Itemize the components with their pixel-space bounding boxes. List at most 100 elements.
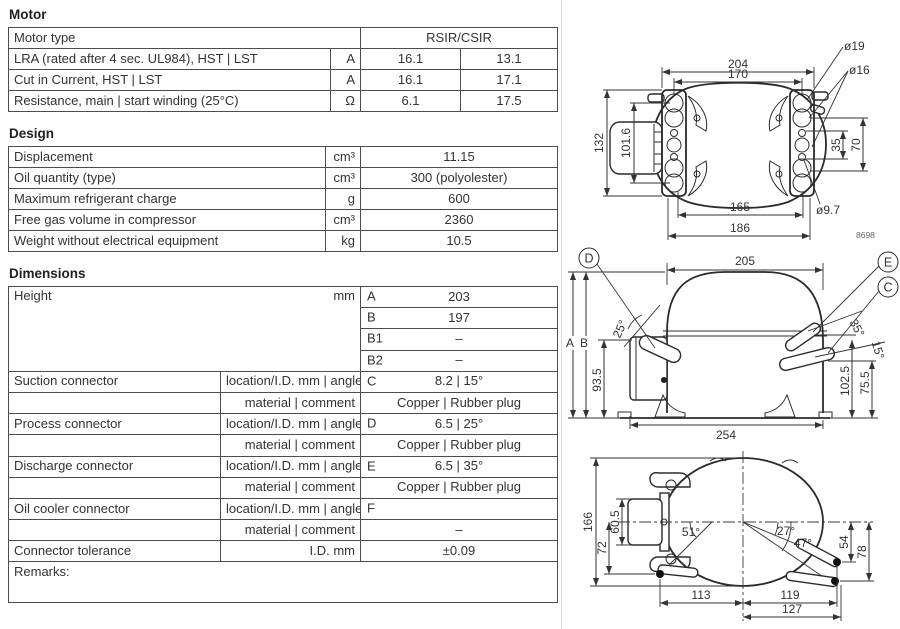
- row-value: 10.5: [360, 230, 558, 252]
- connector-value-cell: D 6.5 | 25°: [360, 413, 558, 436]
- row-value-hst: 16.1: [360, 69, 462, 91]
- connector-sublabel: location/I.D. mm | angle: [220, 455, 361, 478]
- row-label: LRA (rated after 4 sec. UL984), HST | LS…: [8, 48, 331, 70]
- connector-material: Copper | Rubber plug: [360, 391, 558, 415]
- dim-132: 132: [592, 133, 606, 153]
- row-unit: cm³: [325, 146, 361, 168]
- tube-left: [657, 564, 699, 578]
- dim-label-a: A: [566, 336, 574, 350]
- table-row: Oil cooler connector location/I.D. mm | …: [8, 497, 558, 521]
- compressor-body-plan: [618, 451, 873, 621]
- connector-value-cell: F: [360, 497, 558, 521]
- tube-end-right-upper: [833, 558, 841, 566]
- row-label: Free gas volume in compressor: [8, 209, 326, 231]
- row-value-lst: 17.5: [460, 90, 559, 112]
- design-table: Displacement cm³ 11.15 Oil quantity (typ…: [8, 146, 558, 252]
- drawing-top-view: 204 170 132 101.6 35 70 165 186 ø19 ø16 …: [592, 39, 875, 240]
- table-row: material | comment Copper | Rubber plug: [8, 391, 558, 415]
- empty-cell: [8, 391, 221, 415]
- tube-right-lower: [785, 570, 839, 588]
- dim-key: E: [367, 458, 376, 474]
- table-row: material | comment –: [8, 519, 558, 542]
- connector-sublabel: location/I.D. mm | angle: [220, 413, 361, 436]
- row-unit: cm³: [325, 167, 361, 189]
- foot-left: [654, 393, 686, 418]
- connector-value-cell: E 6.5 | 35°: [360, 455, 558, 478]
- table-row: Free gas volume in compressor cm³ 2360: [8, 209, 558, 231]
- tube-end-left: [656, 570, 664, 578]
- table-row: Oil quantity (type) cm³ 300 (polyolester…: [8, 167, 558, 189]
- row-value-hst: 6.1: [360, 90, 462, 112]
- dim-51deg: 51°: [682, 525, 700, 539]
- drawing-front-view: D E C 205 A B 25° 93.5 35° 15° 102.5 75.…: [562, 247, 899, 442]
- height-cell: Height mm: [8, 286, 361, 372]
- table-row: Remarks:: [8, 561, 558, 604]
- dim-value: 203: [448, 288, 470, 304]
- connector-label: Suction connector: [8, 370, 221, 393]
- remarks-cell: Remarks:: [8, 561, 558, 604]
- dim-key: B: [367, 309, 376, 325]
- height-label: Height: [14, 288, 52, 303]
- motor-type-label: Motor type: [7, 27, 362, 49]
- connector-sublabel: material | comment: [220, 519, 361, 542]
- dim-35deg: 35°: [847, 317, 868, 340]
- dim-254: 254: [716, 428, 736, 442]
- compressor-body-front: [617, 271, 836, 419]
- dim-value: –: [455, 352, 463, 368]
- dim-170: 170: [728, 67, 748, 81]
- dim-127: 127: [782, 602, 802, 616]
- dimension-lines: [590, 457, 874, 621]
- dim-102.5: 102.5: [838, 366, 852, 396]
- row-label: Displacement: [8, 146, 326, 168]
- table-row: LRA (rated after 4 sec. UL984), HST | LS…: [8, 48, 559, 70]
- dim-72: 72: [595, 541, 609, 555]
- table-row: Displacement cm³ 11.15: [8, 146, 558, 168]
- row-value-hst: 16.1: [360, 48, 462, 70]
- callout-c: C: [883, 281, 892, 295]
- connector-sublabel: material | comment: [220, 476, 361, 499]
- table-row: Maximum refrigerant charge g 600: [8, 188, 558, 210]
- dim-204: 204: [728, 57, 748, 71]
- table-row: material | comment Copper | Rubber plug: [8, 476, 558, 499]
- row-unit: g: [325, 188, 361, 210]
- dim-key: C: [367, 373, 377, 389]
- dim-165: 165: [730, 200, 750, 214]
- height-unit: mm: [333, 288, 355, 303]
- dim-101.6: 101.6: [619, 128, 633, 158]
- dim-b1-cell: B1 –: [360, 328, 558, 351]
- connector-material: –: [360, 519, 558, 542]
- connector-label: Oil cooler connector: [8, 497, 221, 521]
- dim-15deg: 15°: [869, 339, 888, 360]
- row-value: 2360: [360, 209, 558, 231]
- table-row: Connector tolerance I.D. mm ±0.09: [8, 540, 558, 563]
- dim-205: 205: [735, 254, 755, 268]
- dim-60.5: 60.5: [608, 510, 622, 534]
- dim-value: 8.2 | 15°: [434, 373, 484, 389]
- row-unit: A: [329, 69, 362, 91]
- row-value: 600: [360, 188, 558, 210]
- dim-35: 35: [829, 138, 843, 152]
- row-value-lst: 17.1: [460, 69, 559, 91]
- dim-key: A: [367, 288, 376, 304]
- motor-type-value: RSIR/CSIR: [360, 27, 559, 49]
- column-divider: [561, 0, 562, 629]
- empty-cell: [8, 434, 221, 457]
- row-label: Cut in Current, HST | LST: [8, 69, 331, 91]
- dim-166: 166: [581, 512, 595, 532]
- empty-cell: [8, 476, 221, 499]
- tolerance-value: ±0.09: [360, 540, 558, 563]
- connector-sublabel: location/I.D. mm | angle: [220, 497, 361, 521]
- callout-labels: D E C: [578, 247, 899, 298]
- drawing-plan-view: 166 60.5 72 51° 27° 47° 54 78 113 119 12…: [581, 451, 874, 621]
- compressor-body-outline: [609, 81, 829, 209]
- table-row: Weight without electrical equipment kg 1…: [8, 230, 558, 252]
- connector-sublabel: location/I.D. mm | angle: [220, 370, 361, 393]
- table-row: material | comment Copper | Rubber plug: [8, 434, 558, 457]
- dim-dia16: ø16: [849, 63, 870, 77]
- mounting-slots: [664, 93, 812, 193]
- row-label: Resistance, main | start winding (25°C): [8, 90, 331, 112]
- motor-section-title: Motor: [9, 7, 47, 22]
- table-row: Height mm A 203: [8, 285, 558, 372]
- design-section-title: Design: [9, 126, 55, 141]
- dim-25deg: 25°: [610, 318, 630, 341]
